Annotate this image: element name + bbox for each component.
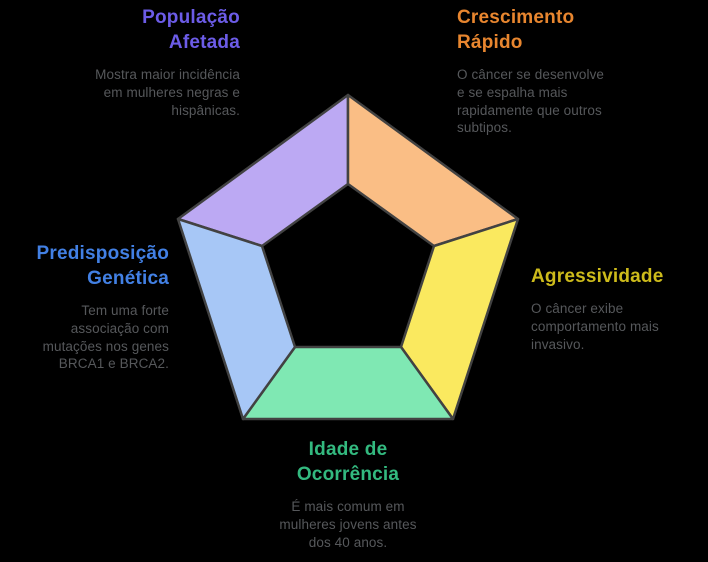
predisposicao-genetica-description: Tem uma forte associação com mutações no… [42, 303, 169, 372]
crescimento-rapido-description: O câncer se desenvolve e se espalha mais… [457, 67, 605, 136]
label-populacao-afetada: População Afetada Mostra maior incidênci… [95, 5, 240, 119]
segment-predisposicao-genetica [176, 217, 297, 421]
label-predisposicao-genetica: Predisposição Genética Tem uma forte ass… [37, 241, 169, 373]
idade-de-ocorrencia-title: Idade de Ocorrência [296, 439, 400, 485]
agressividade-description: O câncer exibe comportamento mais invasi… [531, 301, 659, 352]
populacao-afetada-title: População Afetada [142, 7, 240, 53]
crescimento-rapido-title: Crescimento Rápido [457, 7, 575, 53]
agressividade-title: Agressividade [531, 266, 664, 287]
label-idade-de-ocorrencia: Idade de Ocorrência É mais comum em mulh… [279, 437, 416, 551]
populacao-afetada-description: Mostra maior incidência em mulheres negr… [95, 67, 240, 118]
predisposicao-genetica-title: Predisposição Genética [36, 243, 169, 289]
label-agressividade: Agressividade O câncer exibe comportamen… [531, 264, 664, 353]
label-crescimento-rapido: Crescimento Rápido O câncer se desenvolv… [457, 5, 604, 137]
idade-de-ocorrencia-description: É mais comum em mulheres jovens antes do… [279, 499, 417, 550]
